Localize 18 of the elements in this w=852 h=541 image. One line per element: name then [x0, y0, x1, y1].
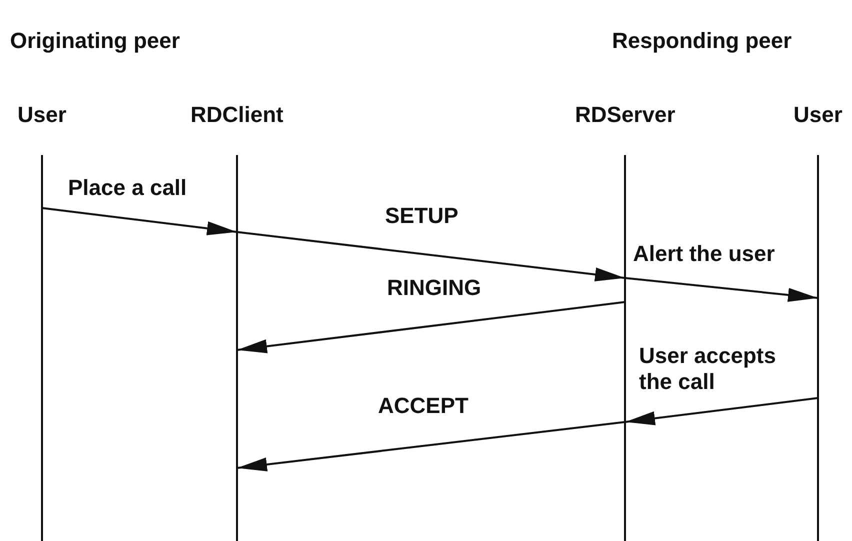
message-arrow	[624, 397, 818, 426]
group-heading: Originating peer	[10, 28, 180, 54]
message-label: ACCEPT	[378, 393, 468, 419]
message-label: RINGING	[387, 275, 482, 301]
group-heading: Responding peer	[612, 28, 792, 54]
message-label: Alert the user	[633, 241, 775, 267]
message-arrow	[624, 277, 818, 302]
message-arrow	[236, 301, 626, 354]
participant-name: User	[794, 102, 842, 128]
participant-name: RDClient	[190, 102, 284, 128]
message-arrow	[42, 207, 238, 236]
message-arrow	[236, 421, 626, 472]
message-label: User accepts the call	[639, 343, 777, 395]
message-label: SETUP	[385, 203, 458, 229]
participant-name: User	[18, 102, 66, 128]
message-arrow	[236, 231, 626, 282]
participant-name: RDServer	[575, 102, 676, 128]
message-label: Place a call	[68, 175, 187, 201]
